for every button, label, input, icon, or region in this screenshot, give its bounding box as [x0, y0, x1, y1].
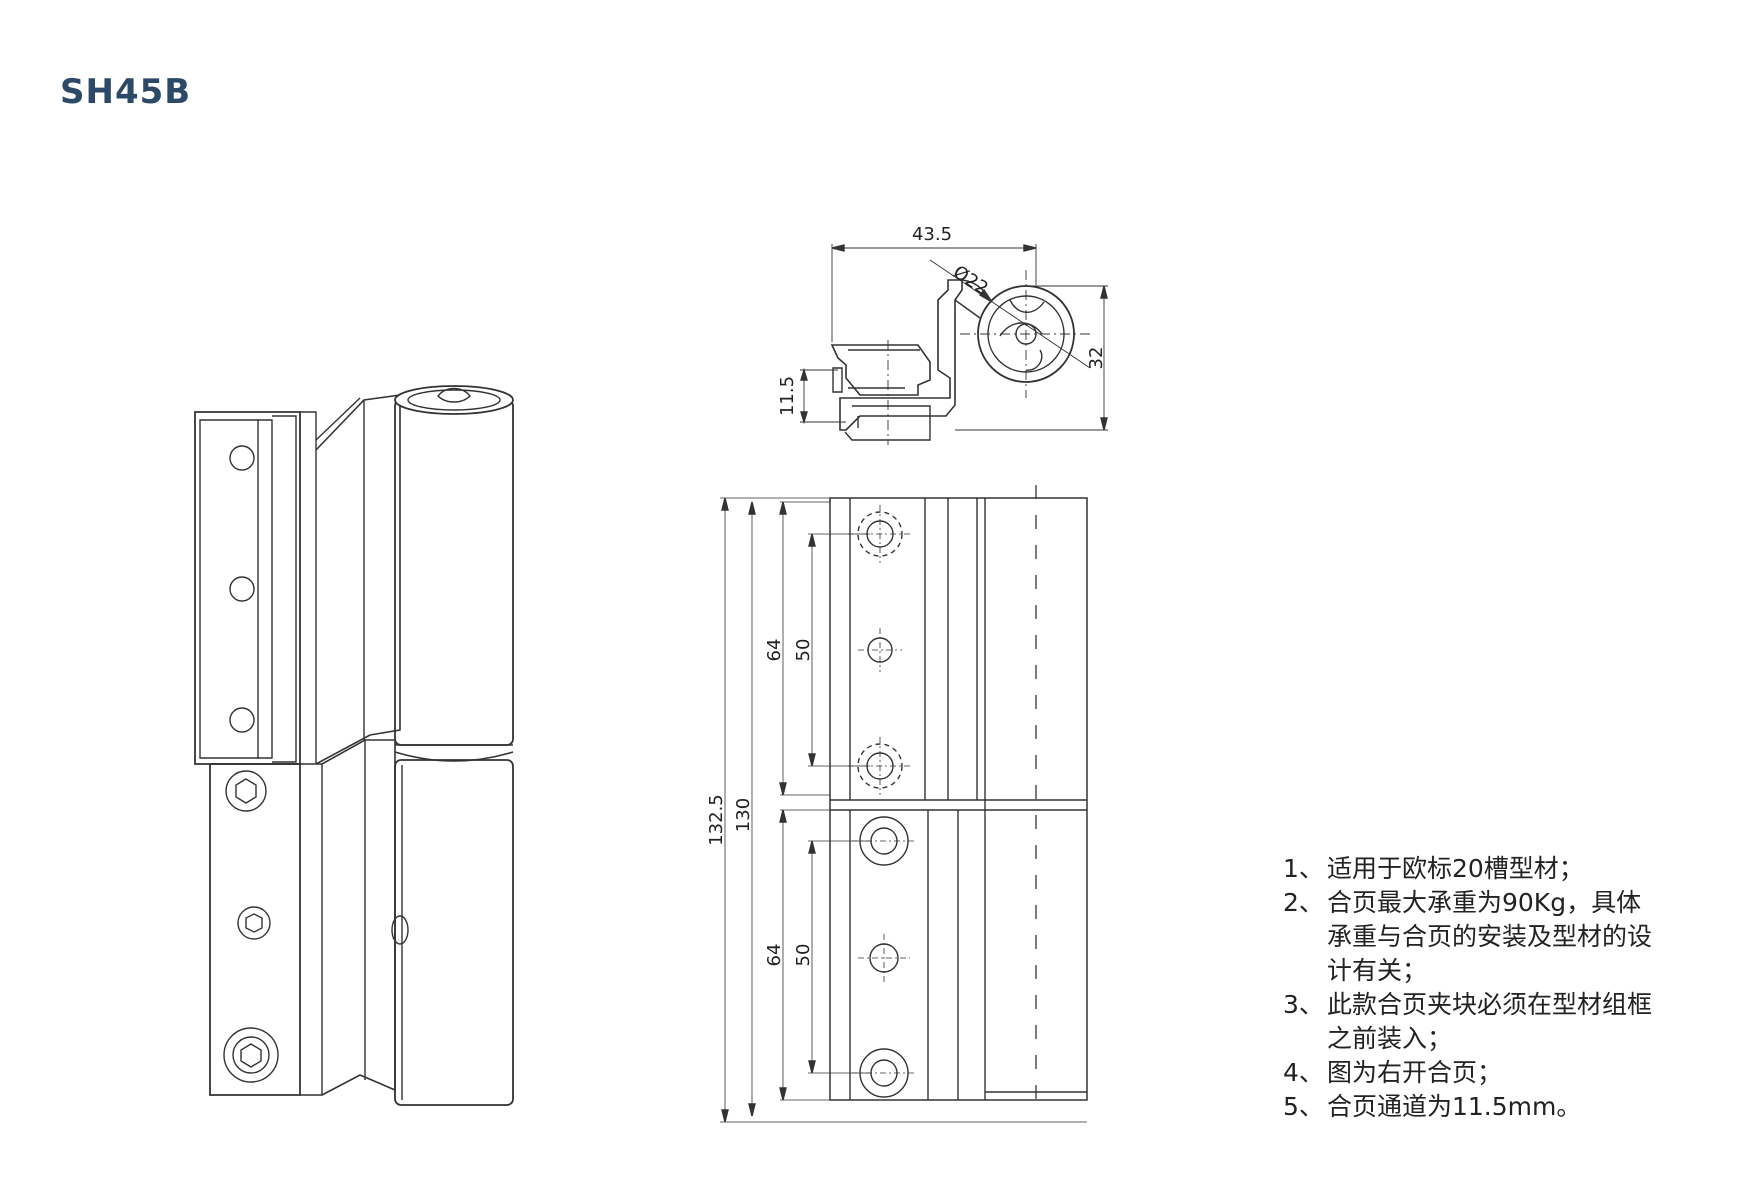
note-number: 3、	[1283, 990, 1324, 1019]
top-section-view: 43.5 Ø22 32 11.5	[777, 224, 1108, 445]
model-title: SH45B	[60, 72, 192, 112]
dim-height-top-label: 32	[1086, 347, 1107, 370]
screw-hole-icon	[229, 445, 255, 471]
dim-leaf-height-label: 130	[733, 798, 754, 832]
hex-screw-icon	[225, 770, 267, 812]
note-text: 图为右开合页；	[1327, 1058, 1503, 1087]
note-item: 3、 此款合页夹块必须在型材组框之前装入；	[1283, 988, 1657, 1056]
logo-icon	[999, 322, 1043, 337]
note-text: 合页最大承重为90Kg，具体承重与合页的安装及型材的设计有关；	[1327, 888, 1653, 985]
note-item: 2、 合页最大承重为90Kg，具体承重与合页的安装及型材的设计有关；	[1283, 886, 1657, 988]
dim-top-inner-label: 50	[793, 639, 814, 662]
note-item: 4、 图为右开合页；	[1283, 1056, 1657, 1090]
note-number: 2、	[1283, 888, 1324, 917]
hinge-3d-view	[194, 385, 514, 1106]
note-text: 此款合页夹块必须在型材组框之前装入；	[1327, 990, 1653, 1053]
logo-icon	[437, 387, 471, 403]
dim-top-outer-label: 64	[764, 639, 785, 662]
dim-bottom-inner-label: 50	[793, 944, 814, 967]
note-item: 1、 适用于欧标20槽型材；	[1283, 852, 1657, 886]
dim-bottom-outer-label: 64	[764, 944, 785, 967]
dim-channel-label: 11.5	[777, 376, 798, 416]
dim-total-height-label: 132.5	[706, 794, 727, 846]
screw-hole-icon	[229, 707, 255, 733]
note-item: 5、 合页通道为11.5mm。	[1283, 1090, 1657, 1124]
front-elevation-view: 132.5 130 64 50 64 50	[706, 485, 1088, 1123]
note-text: 适用于欧标20槽型材；	[1327, 854, 1584, 883]
note-number: 1、	[1283, 854, 1324, 883]
note-text: 合页通道为11.5mm。	[1327, 1092, 1582, 1121]
dim-width-label: 43.5	[912, 224, 952, 245]
screw-hole-icon	[229, 576, 255, 602]
hex-screw-icon	[237, 906, 271, 940]
note-number: 4、	[1283, 1058, 1324, 1087]
note-number: 5、	[1283, 1092, 1324, 1121]
notes-list: 1、 适用于欧标20槽型材； 2、 合页最大承重为90Kg，具体承重与合页的安装…	[1283, 852, 1657, 1124]
hex-screw-icon	[223, 1027, 279, 1083]
